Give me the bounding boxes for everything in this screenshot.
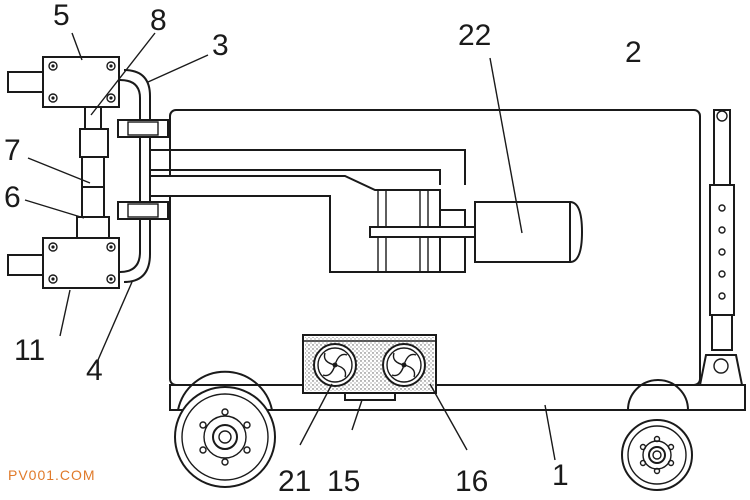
internal-arm [149,149,476,273]
motor [474,200,584,264]
callout-1: 1 [552,459,569,492]
callout-6: 6 [4,181,21,214]
callout-5: 5 [53,0,70,32]
callout-21: 21 [278,465,311,498]
callout-7: 7 [4,134,21,167]
right-fan [382,343,426,387]
top-clamp-block [7,56,120,108]
callout-11: 11 [14,334,45,367]
pipe [117,69,169,283]
callout-3: 3 [212,29,229,62]
spring-rod-assembly [76,106,110,239]
callout-2: 2 [625,36,642,69]
callout-15: 15 [327,465,360,498]
cart-base [169,384,746,411]
large-wheel [174,370,276,488]
watermark: PV001.COM [8,467,96,483]
leader-lines [24,32,556,461]
small-wheel [621,379,693,491]
callout-22: 22 [458,19,491,52]
callout-16: 16 [455,465,488,498]
fan-mount [344,392,396,401]
handle-post [698,109,744,386]
bottom-clamp-block [7,237,120,289]
callout-8: 8 [150,4,167,37]
left-fan [313,343,357,387]
callout-4: 4 [86,354,103,387]
